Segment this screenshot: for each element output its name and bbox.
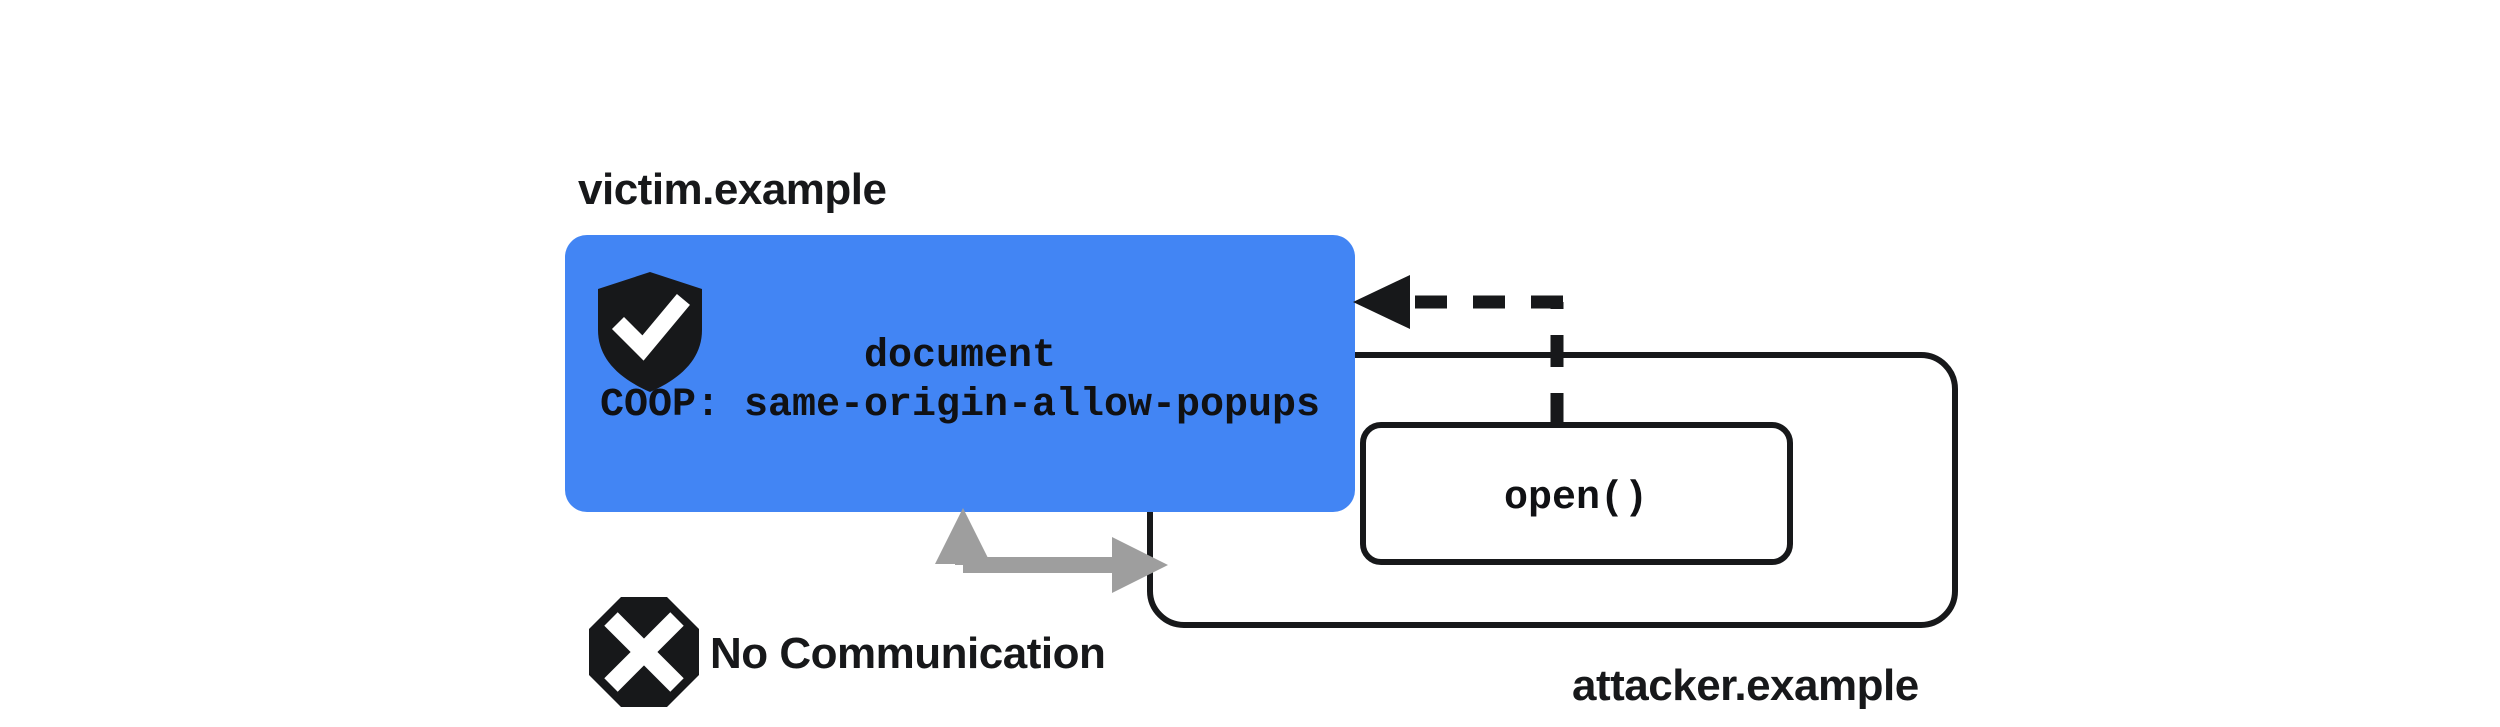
victim-origin-label: victim.example (578, 165, 887, 214)
shield-check-icon (598, 272, 702, 392)
dashed-arrowhead-icon (1353, 275, 1410, 329)
coop-header-label: COOP: same-origin-allow-popups (600, 383, 1320, 428)
arrowhead-right-icon (1112, 537, 1168, 593)
open-popup-dashed-arrow (1353, 275, 1564, 425)
open-call-label: open() (1504, 476, 1648, 521)
no-communication-arrow (935, 508, 1168, 593)
octagon-x-icon (589, 597, 699, 707)
document-label: document (864, 334, 1056, 379)
arrowhead-up-icon (935, 508, 991, 564)
no-communication-label: No Communication (710, 629, 1105, 678)
attacker-origin-label: attacker.example (1572, 661, 1919, 710)
victim-document-box (565, 235, 1355, 512)
open-call-box (1360, 422, 1793, 565)
